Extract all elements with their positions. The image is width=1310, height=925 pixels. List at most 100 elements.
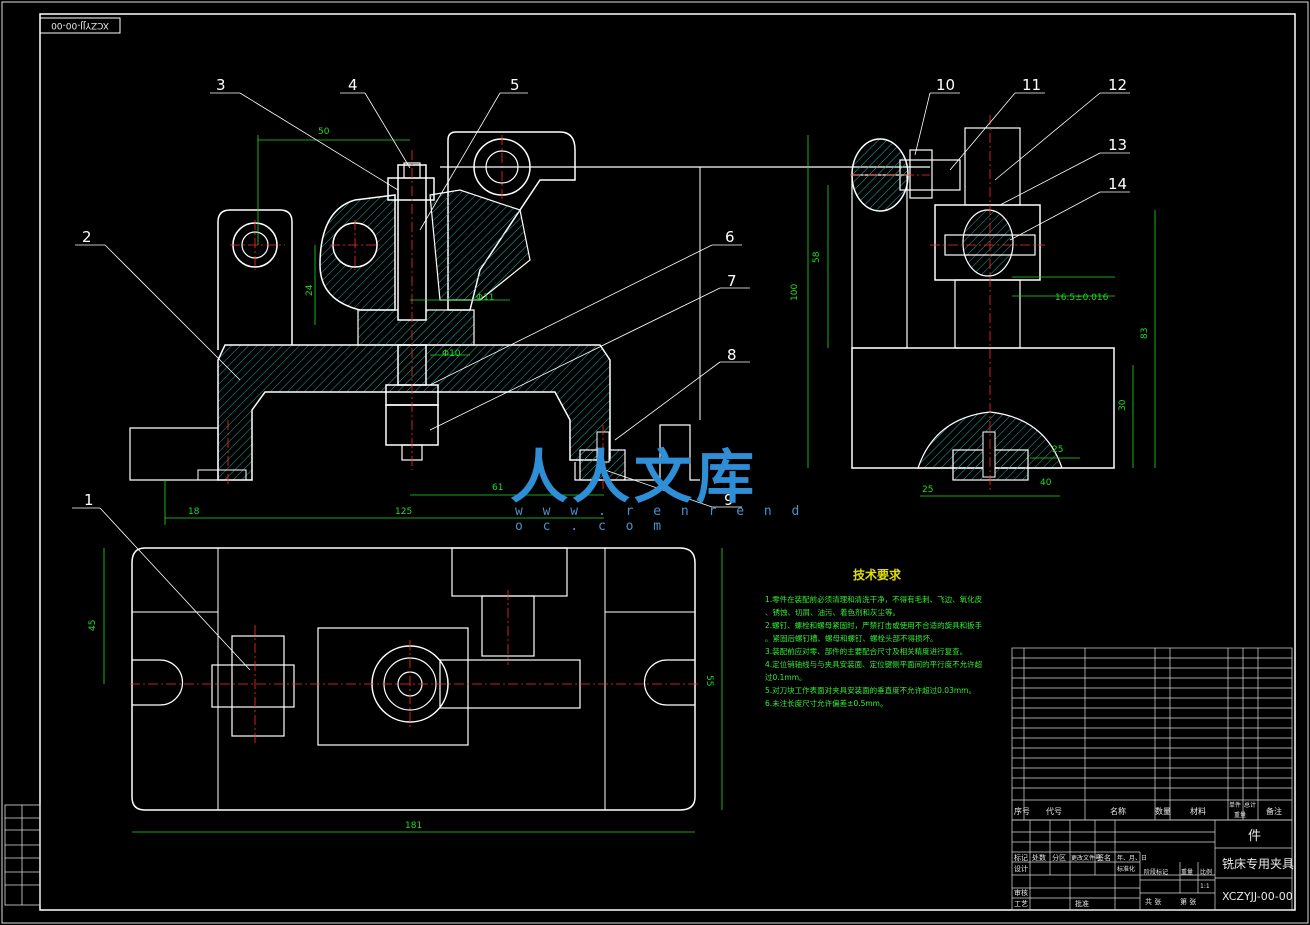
tb-scale-val: 1:1 <box>1200 883 1210 890</box>
top-left-block <box>231 635 285 737</box>
dim-58: 58 <box>812 251 822 263</box>
top-view: 45 55 181 <box>88 547 723 833</box>
top-centerlines <box>130 590 700 745</box>
part-label-10: 10 <box>936 76 955 94</box>
tb-weight: 重量 <box>1181 868 1193 876</box>
tb-review: 审核 <box>1014 888 1028 897</box>
tb-sheets: 共 张 <box>1145 897 1161 906</box>
side-block-lower <box>954 279 1021 349</box>
title-block-text: 标记 处数 分区 更改文件号 签名 年、月、日 设计 标准化 阶段标记 重量 比… <box>1014 829 1294 908</box>
dim-18: 18 <box>188 507 200 517</box>
code-box <box>39 17 121 34</box>
top-slot-right <box>643 659 695 706</box>
tb-count: 处数 <box>1032 853 1046 862</box>
part-label-11: 11 <box>1022 76 1041 94</box>
part-label-8: 8 <box>727 346 737 364</box>
right-key-block <box>574 424 700 481</box>
bom-hdr-name: 名称 <box>1110 806 1126 816</box>
tech-item: 、锈蚀、切屑、油污、着色剂和灰尘等。 <box>765 608 900 617</box>
dim-125: 125 <box>395 507 412 517</box>
part-label-9: 9 <box>724 491 734 509</box>
dim-50: 50 <box>318 127 330 137</box>
side-nut <box>909 149 933 199</box>
tb-standard: 标准化 <box>1117 865 1135 873</box>
tb-docno: 更改文件号 <box>1071 854 1101 862</box>
part-label-13: 13 <box>1108 136 1127 154</box>
bom-hdr-total: 总计 <box>1244 801 1256 809</box>
title-block <box>1011 819 1293 911</box>
part-label-4: 4 <box>348 76 358 94</box>
lever-link <box>429 189 531 301</box>
part-label-12: 12 <box>1108 76 1127 94</box>
tech-item: 4.定位销轴线与与夹具安装面、定位键侧平面间的平行度不允许超 <box>765 660 983 669</box>
bom-hdr-weight: 重量 <box>1234 811 1246 819</box>
top-base <box>131 547 696 811</box>
dim-40: 40 <box>1040 478 1052 488</box>
base-foot-left <box>129 427 219 481</box>
top-left-block-cap <box>211 664 295 708</box>
dim-181: 181 <box>405 821 422 831</box>
top-dim-text: 45 55 181 <box>88 620 714 831</box>
tb-design: 设计 <box>1014 864 1028 873</box>
bom-hdr-qty: 数量 <box>1155 806 1171 816</box>
tech-item: 1.零件在装配前必须清理和清洗干净，不得有毛刺、飞边、氧化皮 <box>765 595 983 604</box>
side-view: 100 58 83 30 16.5±0.016 25 25 40 <box>790 115 1156 497</box>
bom-hdr-unit: 单件 <box>1229 801 1241 809</box>
dim-61: 61 <box>492 483 503 493</box>
dim-100: 100 <box>790 284 800 301</box>
base-plate <box>217 344 611 481</box>
bom-hdr-remark: 备注 <box>1266 806 1282 816</box>
front-dimensions <box>164 135 604 525</box>
tb-date: 年、月、日 <box>1117 854 1147 862</box>
tb-sheet-no: 第 张 <box>1180 897 1196 906</box>
tb-drawing-code: XCZYJJ-00-00 <box>1222 890 1293 903</box>
bom-table <box>1011 647 1293 821</box>
watermark: 人人文库 w w w . r e n r e n d o c . c o m <box>510 420 810 534</box>
part-label-5: 5 <box>510 76 520 94</box>
tb-drawing-title: 铣床专用夹具 <box>1222 856 1294 871</box>
side-centerlines <box>850 115 1045 490</box>
dim-16-5: 16.5±0.016 <box>1055 293 1109 303</box>
tech-item: 过0.1mm。 <box>765 673 807 682</box>
left-support <box>217 209 293 350</box>
part-label-14: 14 <box>1108 175 1127 193</box>
right-support <box>447 131 576 311</box>
watermark-url: w w w . r e n r e n d o c . c o m <box>515 504 806 534</box>
top-mid-block <box>317 627 469 746</box>
tech-requirements: 技术要求 1.零件在装配前必须清理和清洗干净，不得有毛刺、飞边、氧化皮 、锈蚀、… <box>765 566 995 710</box>
tb-zone: 分区 <box>1052 853 1066 862</box>
tech-item: 2.螺钉、螺栓和螺母紧固时，严禁打击或使用不合适的旋具和扳手 <box>765 621 983 630</box>
tech-item: 。紧固后螺钉槽、螺母和螺钉、螺栓头部不得损坏。 <box>765 634 938 643</box>
bom-hdr-material: 材料 <box>1190 806 1206 816</box>
dim-83: 83 <box>1140 328 1150 339</box>
dim-24: 24 <box>305 284 315 296</box>
leader-lines <box>72 92 1130 671</box>
part-numbers: 3 4 5 2 6 7 8 9 1 10 11 12 13 14 <box>82 76 1127 509</box>
dim-phi10: Φ10 <box>442 349 461 359</box>
inner-frame <box>39 13 1296 911</box>
side-dim-text: 100 58 83 30 16.5±0.016 25 25 40 <box>790 251 1150 495</box>
side-key-bolt <box>982 431 996 478</box>
tech-item: 3.装配前应对零、部件的主要配合尺寸及相关精度进行复查。 <box>765 647 968 656</box>
tb-approve: 批准 <box>1075 899 1089 908</box>
watermark-text: 人人文库 <box>510 443 759 511</box>
part-label-6: 6 <box>725 228 735 246</box>
front-dim-text: 50 24 Φ11 Φ10 61 18 125 <box>188 127 503 517</box>
part-label-7: 7 <box>727 272 737 290</box>
tech-item: 5.对刀块工作表面对夹具安装面的垂直度不允许超过0.03mm。 <box>765 686 976 695</box>
top-dimensions <box>103 548 723 833</box>
tb-stage: 阶段标记 <box>1144 868 1168 876</box>
dim-phi11: Φ11 <box>476 293 495 303</box>
side-plate <box>964 127 1021 206</box>
front-view: 50 24 Φ11 Φ10 61 18 125 <box>129 127 930 525</box>
bom-header: 序号 代号 名称 数量 材料 单件 总计 重量 备注 <box>1014 801 1282 819</box>
tech-item: 6.未注长度尺寸允许偏差±0.5mm。 <box>765 699 888 708</box>
dim-25a: 25 <box>1052 445 1063 455</box>
bom-hdr-seq: 序号 <box>1014 806 1030 816</box>
tb-sign: 签名 <box>1097 853 1111 862</box>
bom-hdr-code: 代号 <box>1046 806 1062 816</box>
tb-title-suffix: 件 <box>1248 829 1261 844</box>
code-rotated: XCZYJJ-00-00 <box>51 20 109 30</box>
